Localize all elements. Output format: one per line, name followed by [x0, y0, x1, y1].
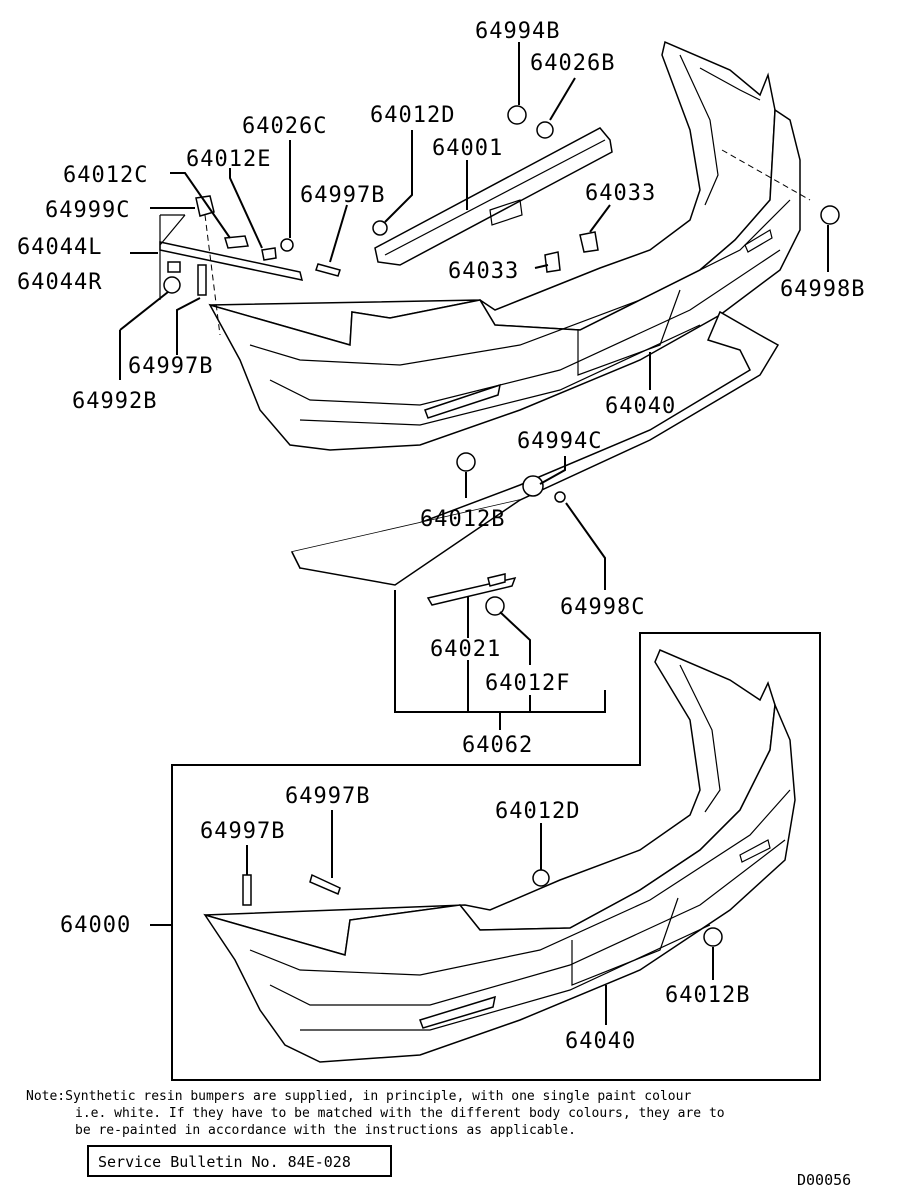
part-labels: 64994B 64026B 64012D 64026C 64001 64012C… — [17, 19, 865, 1054]
lower-skirt-64062 — [290, 310, 780, 606]
label-64012B-top: 64012B — [420, 507, 505, 532]
service-bulletin-box — [87, 1145, 392, 1177]
label-64033-b: 64033 — [448, 259, 519, 284]
label-64997B-b: 64997B — [128, 354, 213, 379]
label-64997B-d: 64997B — [200, 819, 285, 844]
label-64026C: 64026C — [242, 114, 327, 139]
note-line-3: be re-painted in accordance with the ins… — [75, 1123, 576, 1138]
label-64001: 64001 — [432, 136, 503, 161]
service-bulletin-text: Service Bulletin No. 84E-028 — [98, 1153, 351, 1171]
label-64040-bottom: 64040 — [565, 1029, 636, 1054]
label-64044R: 64044R — [17, 270, 102, 295]
label-64012E: 64012E — [186, 147, 271, 172]
label-64998C: 64998C — [560, 595, 645, 620]
label-64026B: 64026B — [530, 51, 615, 76]
assembly-box — [171, 632, 821, 1081]
label-64997B-c: 64997B — [285, 784, 370, 809]
label-64044L: 64044L — [17, 235, 102, 260]
lower-bumper-assembly — [203, 649, 796, 1063]
label-64040-top: 64040 — [605, 394, 676, 419]
label-64033-a: 64033 — [585, 181, 656, 206]
diagram-code: D00056 — [797, 1171, 851, 1187]
label-64012B-bottom: 64012B — [665, 983, 750, 1008]
bumper-beam-64001 — [374, 127, 613, 266]
label-64992B: 64992B — [72, 389, 157, 414]
label-64994B-top: 64994B — [475, 19, 560, 44]
note-line-1: Note:Synthetic resin bumpers are supplie… — [26, 1089, 691, 1104]
label-64012D-top: 64012D — [370, 103, 455, 128]
label-64999C: 64999C — [45, 198, 130, 223]
note-line-2: i.e. white. If they have to be matched w… — [75, 1106, 725, 1121]
upper-bumper-cover — [208, 40, 801, 451]
label-64012F: 64012F — [485, 671, 570, 696]
footer-note: Note:Synthetic resin bumpers are supplie… — [26, 1089, 725, 1138]
leader-lines-top — [119, 42, 829, 730]
leader-lines-bottom — [150, 810, 714, 1025]
label-64997B-a: 64997B — [300, 183, 385, 208]
label-64994C: 64994C — [517, 429, 602, 454]
label-64000: 64000 — [60, 913, 131, 938]
label-64012C: 64012C — [63, 163, 148, 188]
fasteners-top — [159, 105, 840, 616]
label-64062: 64062 — [462, 733, 533, 758]
label-64998B: 64998B — [780, 277, 865, 302]
label-64012D-bottom: 64012D — [495, 799, 580, 824]
label-64021: 64021 — [430, 637, 501, 662]
